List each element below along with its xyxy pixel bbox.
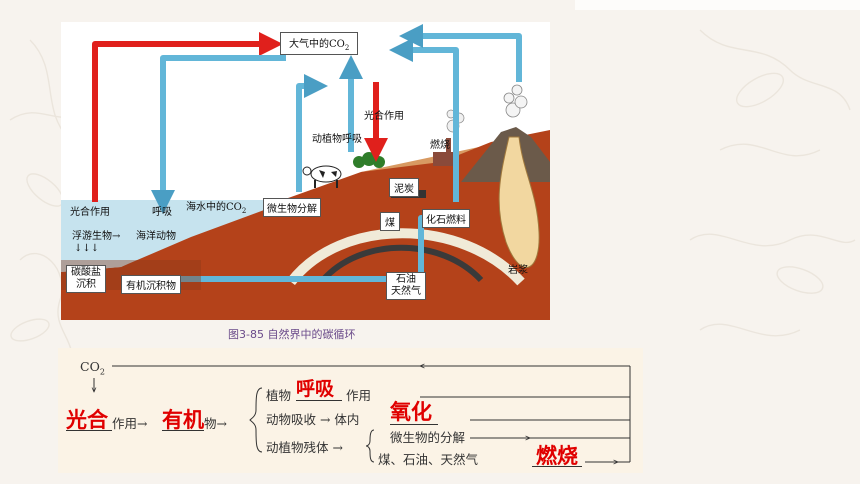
- arrow-microbe: [296, 74, 328, 192]
- answer-respiration-underline: [296, 400, 342, 401]
- oil-gas-label: 石油 天然气: [386, 272, 426, 300]
- soil-layer: [61, 130, 550, 320]
- answer-organic: 有机: [162, 408, 204, 432]
- plankton-label: 浮游生物→: [72, 231, 121, 242]
- carbonate-line2: 沉积: [76, 279, 96, 290]
- magma-label: 岩浆: [508, 265, 528, 276]
- rock-arch: [287, 228, 525, 286]
- photosynthesis-sea-label: 光合作用: [70, 207, 110, 218]
- answer-oxidation: 氧化: [390, 400, 432, 424]
- marine-animals-label: 海洋动物: [136, 231, 176, 242]
- answer-respiration: 呼吸: [296, 378, 335, 400]
- answer-organic-underline: [162, 430, 204, 431]
- answer-photosynthesis-underline: [66, 430, 112, 431]
- answer-combustion-underline: [532, 466, 582, 467]
- organic-sediment-label: 有机沉积物: [121, 275, 181, 294]
- sea: [61, 200, 291, 272]
- answer-photosynthesis: 光合: [66, 408, 108, 432]
- factory: [433, 152, 453, 166]
- summary-co2-subscript: 2: [99, 367, 105, 377]
- down-arrows: ↓↓↓: [74, 243, 100, 254]
- arrow-atmosphere-to-ocean: [151, 55, 286, 214]
- carbon-cycle-diagram: [61, 22, 550, 320]
- ocean-co2-label: 海水中的CO2: [186, 202, 246, 217]
- summary-panel: [58, 348, 643, 473]
- answer-oxidation-underline: [390, 424, 438, 425]
- arrow-ocean-to-atmosphere: [92, 32, 283, 202]
- carbonate-sediment-label: 碳酸盐 沉积: [66, 265, 106, 293]
- summary-mid2: 物→: [204, 416, 227, 431]
- respiration-land-label: 动植物呼吸: [312, 134, 362, 145]
- summary-row1: 植物: [266, 388, 292, 403]
- ocean-co2-subscript: 2: [241, 207, 247, 215]
- summary-sub2: 煤、石油、天然气: [378, 452, 479, 467]
- oil-line2: 天然气: [391, 286, 421, 297]
- figure-caption: 图3-85 自然界中的碳循环: [228, 328, 356, 341]
- microbe-decomposition-label: 微生物分解: [263, 198, 321, 217]
- carbonate-line1: 碳酸盐: [71, 267, 101, 278]
- respiration-sea-label: 呼吸: [152, 207, 172, 218]
- volcano-smoke: [503, 84, 528, 118]
- ocean-co2-text: 海水中的CO: [186, 202, 242, 213]
- arrow-combustion: [389, 38, 459, 202]
- combustion-label: 燃烧: [430, 140, 450, 151]
- magma: [498, 136, 540, 268]
- summary-mid1: 作用→: [112, 416, 148, 431]
- atmosphere-co2-box: 大气中的CO2: [280, 32, 359, 55]
- fossil-fuel-label: 化石燃料: [422, 209, 470, 228]
- summary-row1-tail: 作用: [346, 388, 372, 403]
- arrow-volcano: [399, 23, 522, 82]
- rock-arch-dark: [320, 244, 484, 283]
- atmosphere-co2-label: 大气中的CO: [289, 39, 345, 50]
- summary-row3: 动植物残体 →: [266, 440, 343, 455]
- photosynthesis-land-label: 光合作用: [364, 111, 404, 122]
- answer-combustion: 燃烧: [536, 444, 578, 468]
- peat-label: 泥炭: [389, 178, 419, 197]
- cow: [302, 165, 342, 188]
- summary-co2-text: CO: [80, 359, 100, 374]
- coal-label: 煤: [380, 212, 400, 231]
- summary-row2: 动物吸收 → 体内: [266, 412, 360, 427]
- summary-sub1: 微生物的分解: [390, 430, 466, 445]
- atmosphere-co2-subscript: 2: [344, 44, 350, 52]
- oil-line1: 石油: [396, 274, 416, 285]
- summary-co2: CO2: [80, 359, 105, 380]
